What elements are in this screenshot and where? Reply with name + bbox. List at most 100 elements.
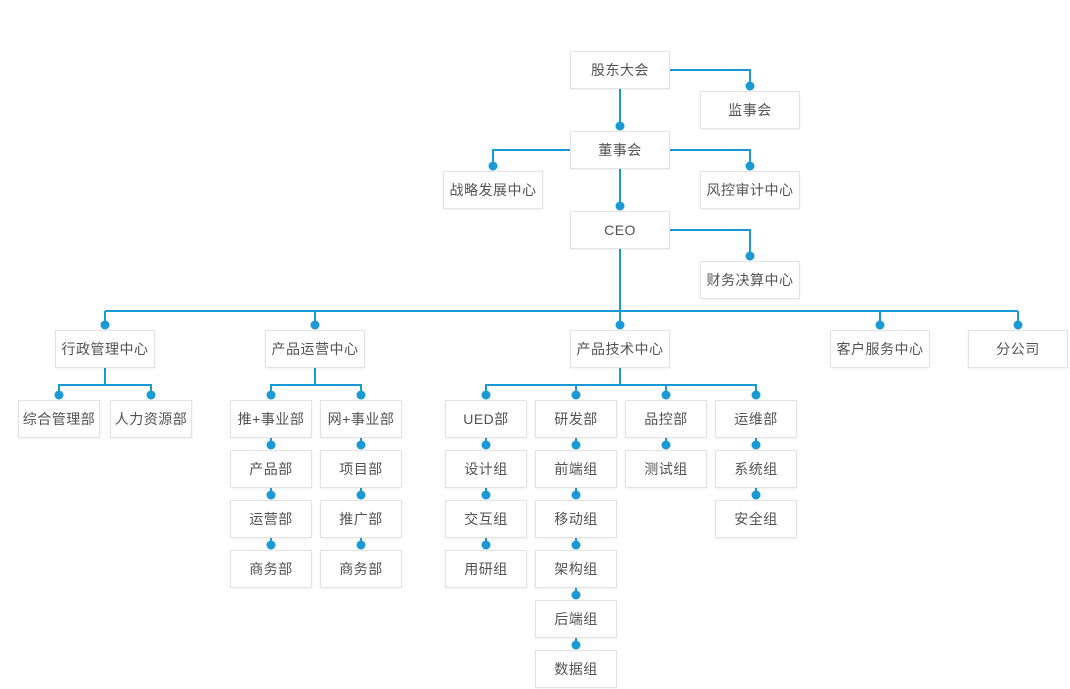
org-node-tui-business-dept[interactable]: 推+事业部 (230, 400, 312, 438)
connector-dot (266, 490, 276, 500)
org-node-label: UED部 (463, 411, 509, 427)
org-node-label: 交互组 (464, 511, 508, 527)
org-node-product-tech-center[interactable]: 产品技术中心 (570, 330, 670, 368)
org-node-label: 人力资源部 (114, 411, 188, 427)
org-node-project-dept[interactable]: 项目部 (320, 450, 402, 488)
connector-dot (571, 590, 581, 600)
org-node-label: 架构组 (554, 561, 598, 577)
connector-line (270, 384, 362, 395)
org-node-branch-company[interactable]: 分公司 (968, 330, 1068, 368)
connector-dot (54, 390, 64, 400)
connector-dot (481, 390, 491, 400)
org-node-financial-settlement-center[interactable]: 财务决算中心 (700, 261, 800, 299)
connector-dot (481, 490, 491, 500)
org-node-interaction-group[interactable]: 交互组 (445, 500, 527, 538)
org-node-label: 前端组 (554, 461, 598, 477)
connector-dot (356, 440, 366, 450)
org-node-ceo[interactable]: CEO (570, 211, 670, 249)
connector-dot (615, 121, 625, 131)
connector-dot (615, 201, 625, 211)
org-node-shareholders-meeting[interactable]: 股东大会 (570, 51, 670, 89)
org-node-product-dept[interactable]: 产品部 (230, 450, 312, 488)
org-node-system-group[interactable]: 系统组 (715, 450, 797, 488)
connector-line (485, 384, 757, 395)
connector-dot (751, 490, 761, 500)
org-node-ued-dept[interactable]: UED部 (445, 400, 527, 438)
org-node-label: 综合管理部 (22, 411, 96, 427)
org-node-frontend-group[interactable]: 前端组 (535, 450, 617, 488)
org-node-label: 测试组 (644, 461, 688, 477)
org-node-mobile-group[interactable]: 移动组 (535, 500, 617, 538)
org-node-label: 股东大会 (591, 62, 649, 78)
org-node-label: 后端组 (554, 611, 598, 627)
org-node-business-dept-2[interactable]: 商务部 (320, 550, 402, 588)
org-node-operation-dept[interactable]: 运营部 (230, 500, 312, 538)
org-node-label: 移动组 (554, 511, 598, 527)
org-node-wang-business-dept[interactable]: 网+事业部 (320, 400, 402, 438)
org-node-label: 客户服务中心 (836, 341, 924, 357)
org-node-label: CEO (604, 222, 636, 238)
org-node-label: 分公司 (996, 341, 1040, 357)
org-node-admin-management-center[interactable]: 行政管理中心 (55, 330, 155, 368)
connector-dot (481, 440, 491, 450)
connector-dot (745, 251, 755, 261)
org-node-label: 研发部 (554, 411, 598, 427)
connector-dot (488, 161, 498, 171)
connector-dot (481, 540, 491, 550)
org-node-user-research-group[interactable]: 用研组 (445, 550, 527, 588)
connector-dot (745, 81, 755, 91)
org-node-architecture-group[interactable]: 架构组 (535, 550, 617, 588)
org-node-label: 商务部 (249, 561, 293, 577)
org-node-label: 运营部 (249, 511, 293, 527)
org-node-risk-audit-center[interactable]: 风控审计中心 (700, 171, 800, 209)
connector-dot (310, 320, 320, 330)
org-node-promotion-dept[interactable]: 推广部 (320, 500, 402, 538)
connector-line (670, 149, 751, 166)
org-node-general-management-dept[interactable]: 综合管理部 (18, 400, 100, 438)
org-node-rd-dept[interactable]: 研发部 (535, 400, 617, 438)
org-node-label: 监事会 (728, 102, 772, 118)
org-node-label: 产品部 (249, 461, 293, 477)
org-node-security-group[interactable]: 安全组 (715, 500, 797, 538)
connector-dot (356, 490, 366, 500)
org-node-label: 系统组 (734, 461, 778, 477)
org-node-business-dept-1[interactable]: 商务部 (230, 550, 312, 588)
connector-dot (875, 320, 885, 330)
org-node-label: 董事会 (598, 142, 642, 158)
connector-dot (615, 320, 625, 330)
connector-dot (571, 440, 581, 450)
org-node-strategy-development-center[interactable]: 战略发展中心 (443, 171, 543, 209)
connector-dot (571, 540, 581, 550)
connector-line (670, 69, 751, 86)
org-node-label: 行政管理中心 (61, 341, 149, 357)
org-node-label: 数据组 (554, 661, 598, 677)
org-node-hr-dept[interactable]: 人力资源部 (110, 400, 192, 438)
connector-dot (266, 390, 276, 400)
org-node-label: 运维部 (734, 411, 778, 427)
org-node-label: 品控部 (644, 411, 688, 427)
org-node-label: 安全组 (734, 511, 778, 527)
connector-dot (356, 540, 366, 550)
connector-dot (146, 390, 156, 400)
org-node-board-of-directors[interactable]: 董事会 (570, 131, 670, 169)
connector-line (492, 149, 570, 166)
org-node-label: 商务部 (339, 561, 383, 577)
connector-dot (661, 440, 671, 450)
connector-dot (571, 490, 581, 500)
org-node-backend-group[interactable]: 后端组 (535, 600, 617, 638)
org-node-customer-service-center[interactable]: 客户服务中心 (830, 330, 930, 368)
org-node-design-group[interactable]: 设计组 (445, 450, 527, 488)
connector-dot (751, 440, 761, 450)
org-node-testing-group[interactable]: 测试组 (625, 450, 707, 488)
org-node-product-operation-center[interactable]: 产品运营中心 (265, 330, 365, 368)
org-node-label: 推广部 (339, 511, 383, 527)
connector-line (670, 229, 751, 256)
connector-dot (356, 390, 366, 400)
org-node-qc-dept[interactable]: 品控部 (625, 400, 707, 438)
org-node-ops-dept[interactable]: 运维部 (715, 400, 797, 438)
connector-dot (745, 161, 755, 171)
org-node-supervisory-board[interactable]: 监事会 (700, 91, 800, 129)
org-node-data-group[interactable]: 数据组 (535, 650, 617, 688)
org-node-label: 设计组 (464, 461, 508, 477)
